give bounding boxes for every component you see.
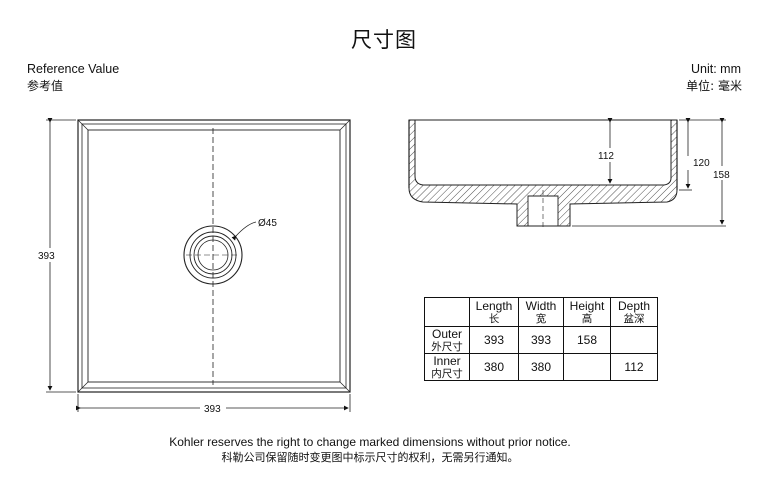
- table-cell: 380: [518, 353, 564, 381]
- page-title: 尺寸图: [351, 28, 417, 52]
- table-cell: 380: [469, 353, 519, 381]
- basin-cavity: [414, 119, 672, 186]
- inner-depth-label: 112: [598, 151, 614, 162]
- disclaimer-note-zh: 科勒公司保留随时变更图中标示尺寸的权利，无需另行通知。: [221, 451, 519, 464]
- basin-inner-outline: [87, 129, 341, 383]
- basin-rim-outline: [81, 123, 347, 389]
- table-corner-cell: [424, 297, 470, 327]
- reference-value-label-zh: 参考值: [27, 79, 64, 93]
- width-dimension-label: 393: [204, 404, 221, 415]
- drain-outer: [183, 225, 243, 285]
- table-cell: 158: [563, 326, 611, 354]
- top-view: [77, 119, 351, 393]
- drain-leader: [231, 221, 257, 241]
- height-158-label: 158: [713, 170, 730, 181]
- table-cell: 393: [469, 326, 519, 354]
- unit-label: Unit: mm: [691, 62, 741, 76]
- table-cell: 112: [610, 353, 658, 381]
- disclaimer-note: Kohler reserves the right to change mark…: [169, 435, 571, 449]
- drain-diameter-label: Ø45: [258, 218, 277, 229]
- unit-label-zh: 单位: 毫米: [686, 79, 742, 93]
- height-dimension-label: 393: [38, 251, 55, 262]
- top-view-dimensions: [46, 118, 351, 412]
- height-120-label: 120: [693, 158, 710, 169]
- reference-value-label: Reference Value: [27, 62, 120, 76]
- table-cell: 393: [518, 326, 564, 354]
- basin-outer-outline: [77, 119, 351, 393]
- table-cell: [610, 326, 658, 354]
- side-view: [408, 119, 678, 230]
- table-cell: [563, 353, 611, 381]
- side-view-dimensions: [572, 118, 726, 227]
